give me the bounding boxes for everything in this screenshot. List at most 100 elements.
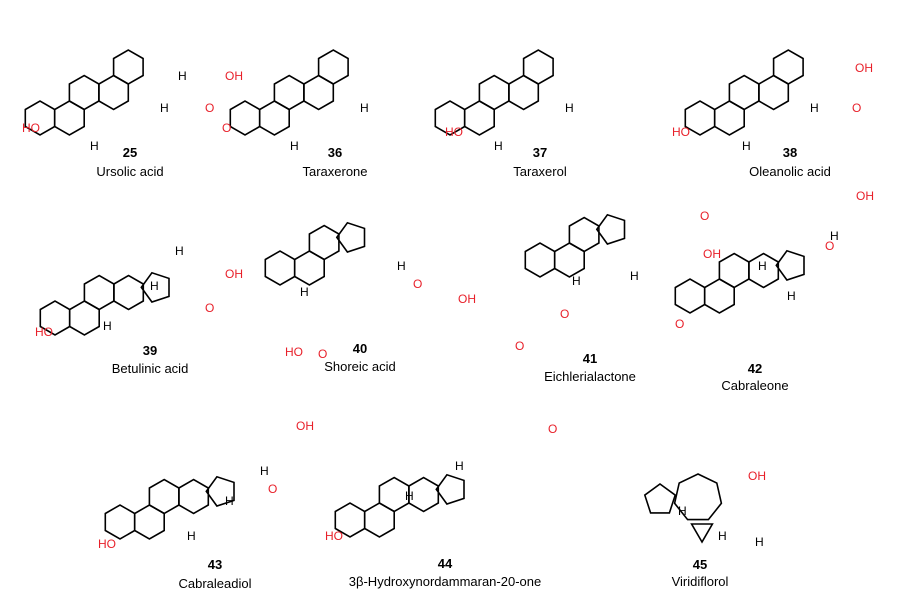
compound-number: 42 — [747, 361, 763, 376]
compound-name: Cabraleone — [721, 378, 789, 393]
hydrogen-label: H — [260, 464, 269, 478]
heteroatom-label: HO — [35, 325, 53, 339]
heteroatom-label: OH — [458, 292, 476, 306]
ring-bond — [317, 49, 349, 85]
hydrogen-label: H — [150, 279, 159, 293]
hydrogen-label: H — [103, 319, 112, 333]
compound-45-structure: OH H H H — [678, 469, 766, 549]
hydrogen-label: H — [90, 139, 99, 153]
ring-bond — [178, 478, 210, 515]
hydrogen-label: H — [178, 69, 187, 83]
heteroatom-label: HO — [285, 345, 303, 359]
heteroatom-label: O — [268, 482, 277, 496]
heteroatom-label: O — [560, 307, 569, 321]
heteroatom-label: OH — [225, 267, 243, 281]
hydrogen-label: H — [225, 494, 234, 508]
compound-number: 40 — [352, 341, 368, 356]
hydrogen-label: H — [300, 285, 309, 299]
ring-bond — [775, 249, 805, 281]
ring-bond — [435, 473, 465, 505]
compound-number: 39 — [142, 343, 158, 358]
compound-name: Taraxerone — [302, 164, 368, 179]
hydrogen-label: H — [630, 269, 639, 283]
compound-name: 3β-Hydroxynordammaran-20-one — [348, 574, 542, 589]
heteroatom-label: HO — [22, 121, 40, 135]
compound-name: Eichlerialactone — [544, 369, 636, 384]
compound-name: Oleanolic acid — [749, 164, 831, 179]
hydrogen-label: H — [455, 459, 464, 473]
heteroatom-label: O — [413, 277, 422, 291]
hydrogen-label: H — [360, 101, 369, 115]
hydrogen-label: H — [758, 259, 767, 273]
ring-bond — [335, 221, 366, 253]
heteroatom-label: OH — [748, 469, 766, 483]
heteroatom-label: O — [205, 101, 214, 115]
hydrogen-label: H — [742, 139, 751, 153]
ring-bond — [229, 100, 261, 136]
ring-bond — [264, 250, 296, 286]
heteroatom-label: HO — [672, 125, 690, 139]
heteroatom-label: OH — [856, 189, 874, 203]
compound-name: Cabraleadiol — [178, 576, 252, 591]
ring-bond — [478, 74, 510, 111]
hydrogen-label: H — [830, 229, 839, 243]
hydrogen-label: H — [175, 244, 184, 258]
compound-number: 43 — [207, 557, 223, 572]
ring-bond — [308, 224, 340, 261]
compound-42-structure: O O OH H H H — [675, 189, 874, 331]
heteroatom-label: O — [515, 339, 524, 353]
heteroatom-label: OH — [855, 61, 873, 75]
hydrogen-label: H — [187, 529, 196, 543]
ring-bond — [83, 274, 115, 311]
ring-bond — [524, 242, 556, 278]
compound-40-structure: HO O O OH H H — [285, 259, 476, 361]
heteroatom-label: O — [318, 347, 327, 361]
ring-bond — [113, 274, 145, 311]
heteroatom-label: HO — [445, 125, 463, 139]
heteroatom-label: O — [548, 422, 557, 436]
heteroatom-label: OH — [225, 69, 243, 83]
hydrogen-label: H — [405, 489, 414, 503]
hydrogen-label: H — [397, 259, 406, 273]
heteroatom-label: O — [852, 101, 861, 115]
compound-number: 41 — [582, 351, 598, 366]
heteroatom-label: O — [700, 209, 709, 223]
hydrogen-label: H — [678, 504, 687, 518]
ring-bond — [68, 74, 100, 111]
ring-bond — [112, 49, 144, 85]
heteroatom-label: O — [825, 239, 834, 253]
ring-bond — [643, 483, 677, 514]
ring-bond — [690, 523, 714, 544]
hydrogen-label: H — [718, 529, 727, 543]
heteroatom-label: O — [222, 121, 231, 135]
hydrogen-label: H — [787, 289, 796, 303]
ring-bond — [673, 473, 723, 521]
heteroatom-label: OH — [296, 419, 314, 433]
heteroatom-label: O — [675, 317, 684, 331]
compound-name: Ursolic acid — [96, 164, 164, 179]
hydrogen-label: H — [810, 101, 819, 115]
heteroatom-label: OH — [703, 247, 721, 261]
hydrogen-label: H — [290, 139, 299, 153]
compound-36-structure: O H H — [222, 101, 369, 153]
compound-name: Viridiflorol — [671, 574, 729, 589]
ring-bond — [595, 213, 626, 245]
hydrogen-label: H — [755, 535, 764, 549]
hydrogen-label: H — [160, 101, 169, 115]
ring-bond — [140, 271, 170, 303]
ring-bond — [522, 49, 554, 85]
hydrogen-label: H — [494, 139, 503, 153]
ring-bond — [104, 504, 136, 540]
compound-number: 38 — [782, 145, 798, 160]
ring-bond — [728, 74, 760, 111]
ring-bond — [273, 74, 305, 111]
compound-number: 36 — [327, 145, 343, 160]
compound-number: 44 — [437, 556, 453, 571]
